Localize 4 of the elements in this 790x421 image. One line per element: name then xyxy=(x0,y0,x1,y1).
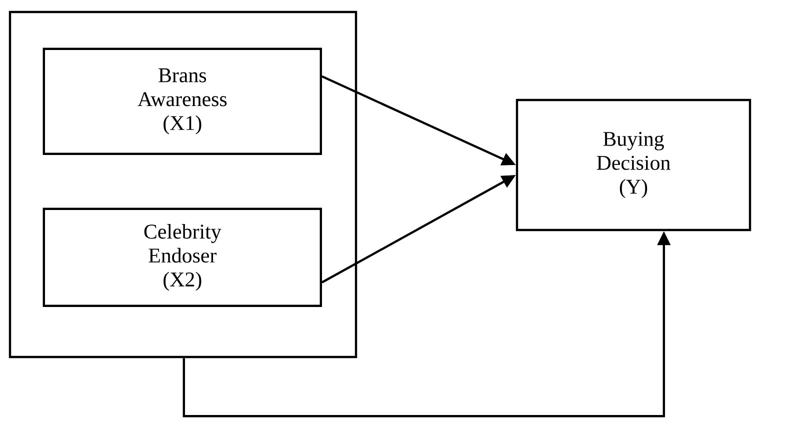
process-box: Brans Awareness (X1) xyxy=(42,48,322,155)
process-box: Celebrity Endoser (X2) xyxy=(42,208,322,307)
process-box: Buying Decision (Y) xyxy=(516,98,752,232)
group-box xyxy=(8,10,358,358)
